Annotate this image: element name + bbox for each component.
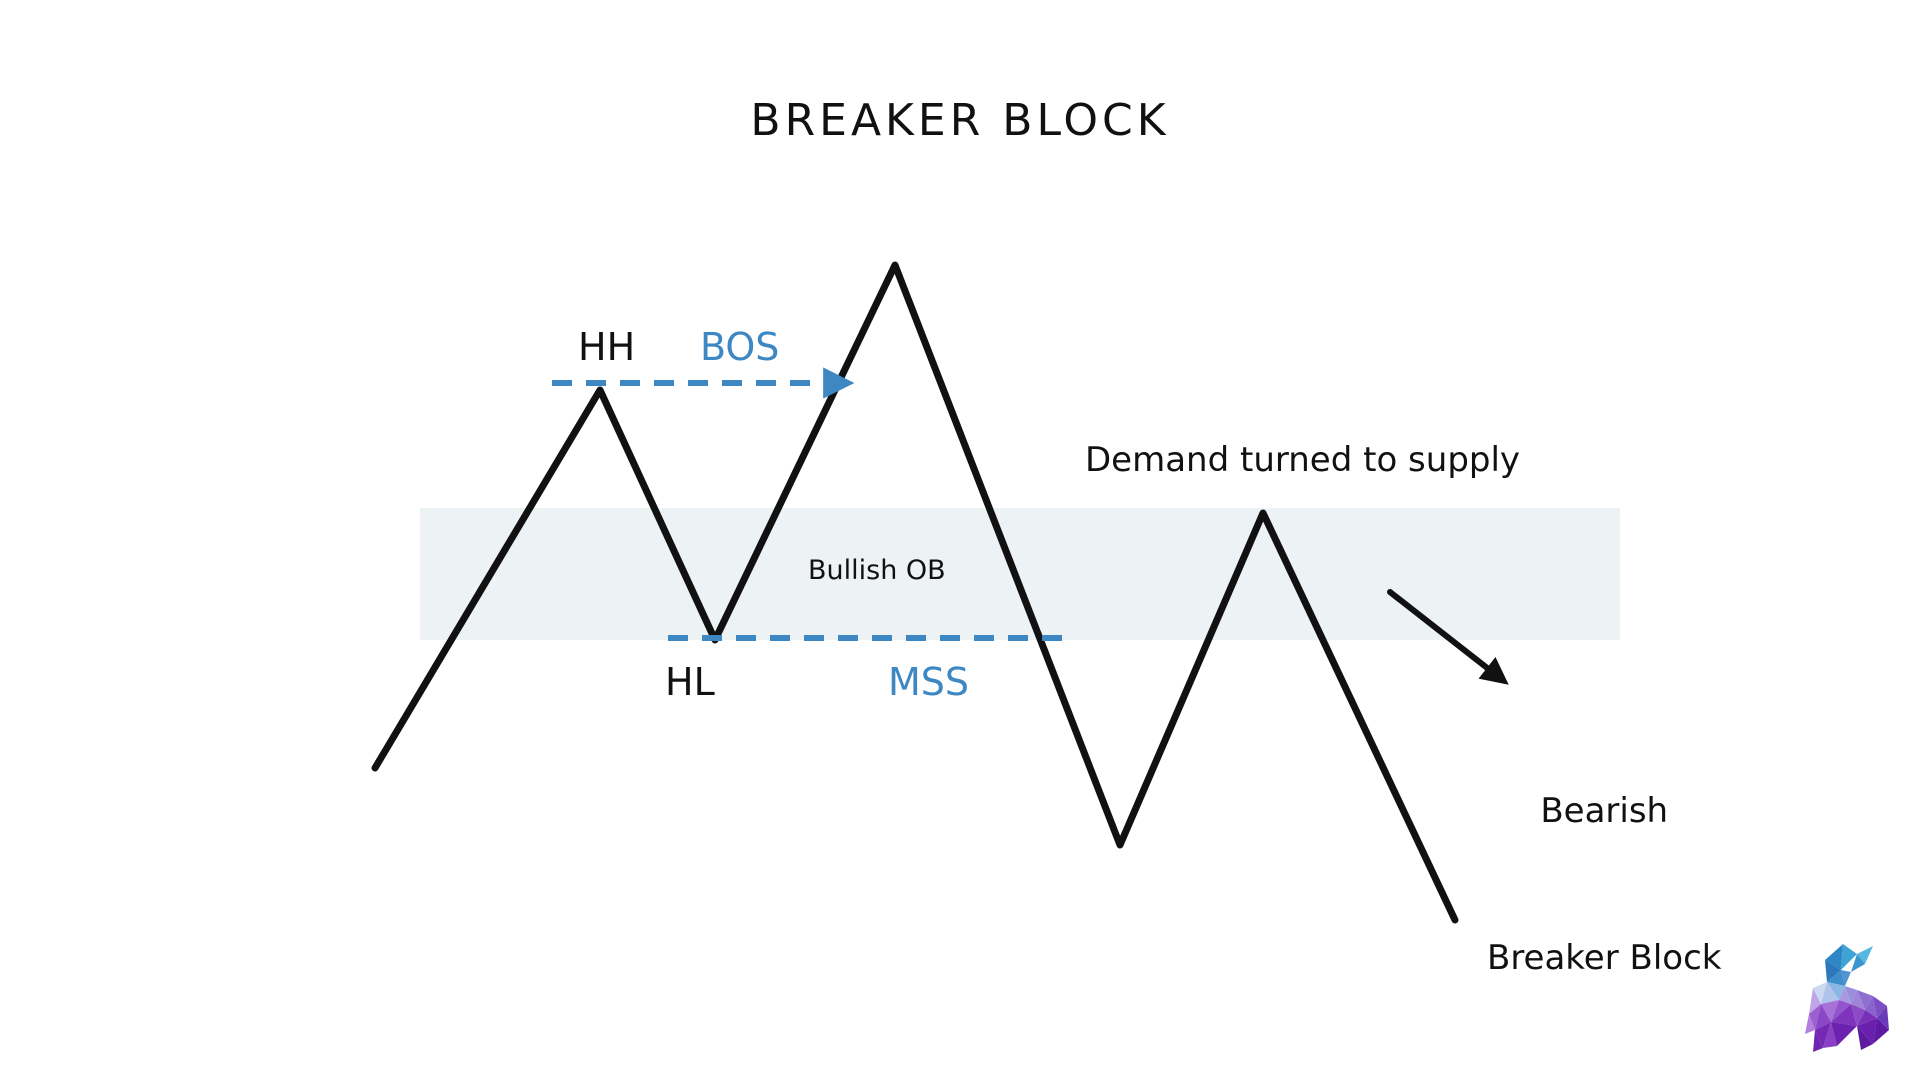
swing-label-hh: HH [578, 325, 636, 369]
zone-label-bullish-ob: Bullish OB [808, 555, 946, 586]
bullish-order-block-zone [420, 508, 1620, 640]
bull-logo [1805, 944, 1889, 1052]
annotation-demand-turned-to-supply: Demand turned to supply [1085, 440, 1521, 480]
swing-label-hl: HL [665, 660, 715, 704]
annotation-line-2: Breaker Block [1487, 938, 1722, 979]
price-action-line [371, 261, 1459, 924]
bearish-breaker-block-arrow [1387, 589, 1509, 685]
annotation-bearish-breaker-block: Bearish Breaker Block [1487, 688, 1721, 1033]
annotation-line-1: Bearish [1540, 790, 1669, 831]
page-title: BREAKER BLOCK [750, 95, 1170, 146]
level-label-bos: BOS [700, 325, 780, 369]
level-label-mss: MSS [888, 660, 970, 704]
